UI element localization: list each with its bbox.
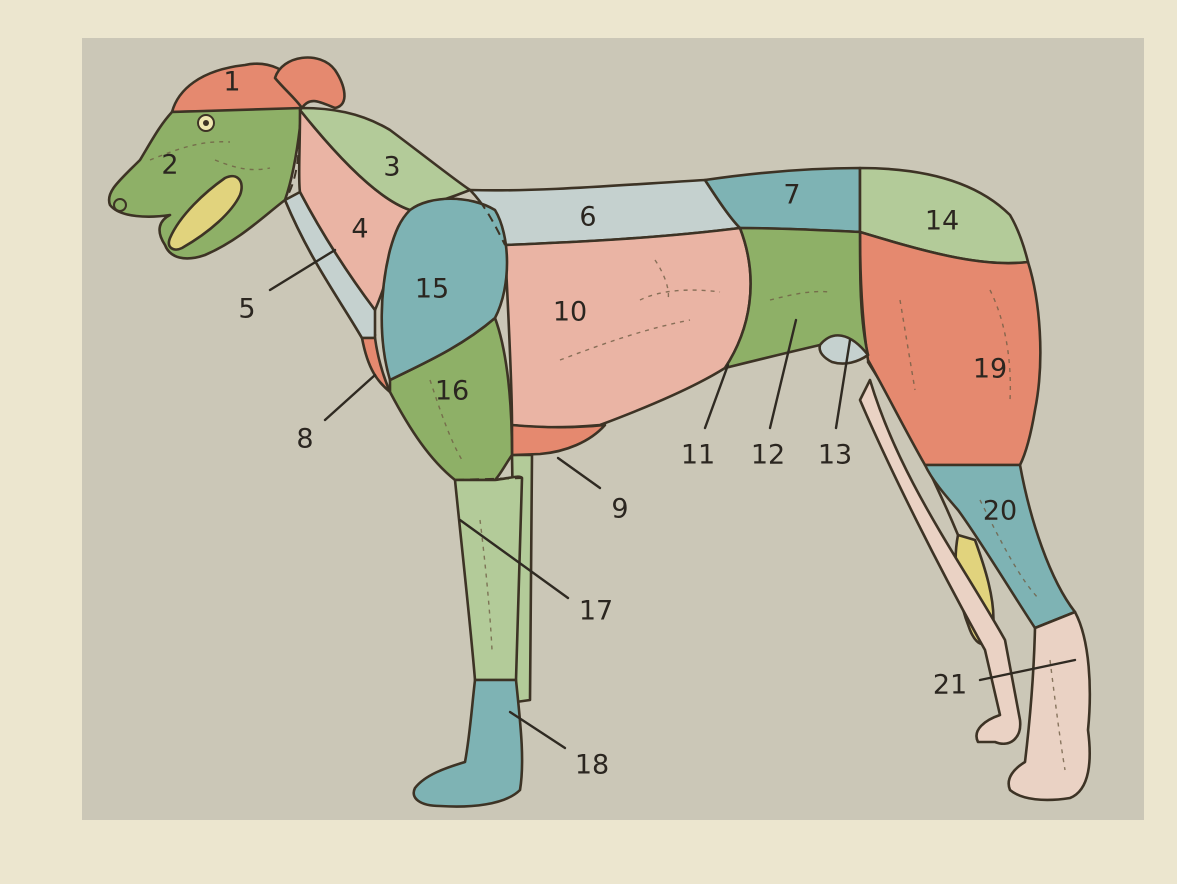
label-1: 1 [223, 67, 240, 98]
label-16: 16 [435, 376, 469, 407]
label-15: 15 [415, 274, 449, 305]
label-18: 18 [575, 750, 609, 781]
label-5: 5 [238, 294, 255, 325]
label-20: 20 [983, 496, 1017, 527]
label-11: 11 [681, 440, 715, 471]
label-7: 7 [783, 180, 800, 211]
label-9: 9 [611, 494, 628, 525]
label-21: 21 [933, 670, 967, 701]
label-10: 10 [553, 297, 587, 328]
label-14: 14 [925, 206, 959, 237]
label-4: 4 [351, 214, 368, 245]
label-17: 17 [579, 596, 613, 627]
label-13: 13 [818, 440, 852, 471]
nose [114, 199, 126, 211]
label-6: 6 [579, 202, 596, 233]
label-8: 8 [296, 424, 313, 455]
label-2: 2 [161, 150, 178, 181]
label-12: 12 [751, 440, 785, 471]
label-3: 3 [383, 152, 400, 183]
label-19: 19 [973, 354, 1007, 385]
